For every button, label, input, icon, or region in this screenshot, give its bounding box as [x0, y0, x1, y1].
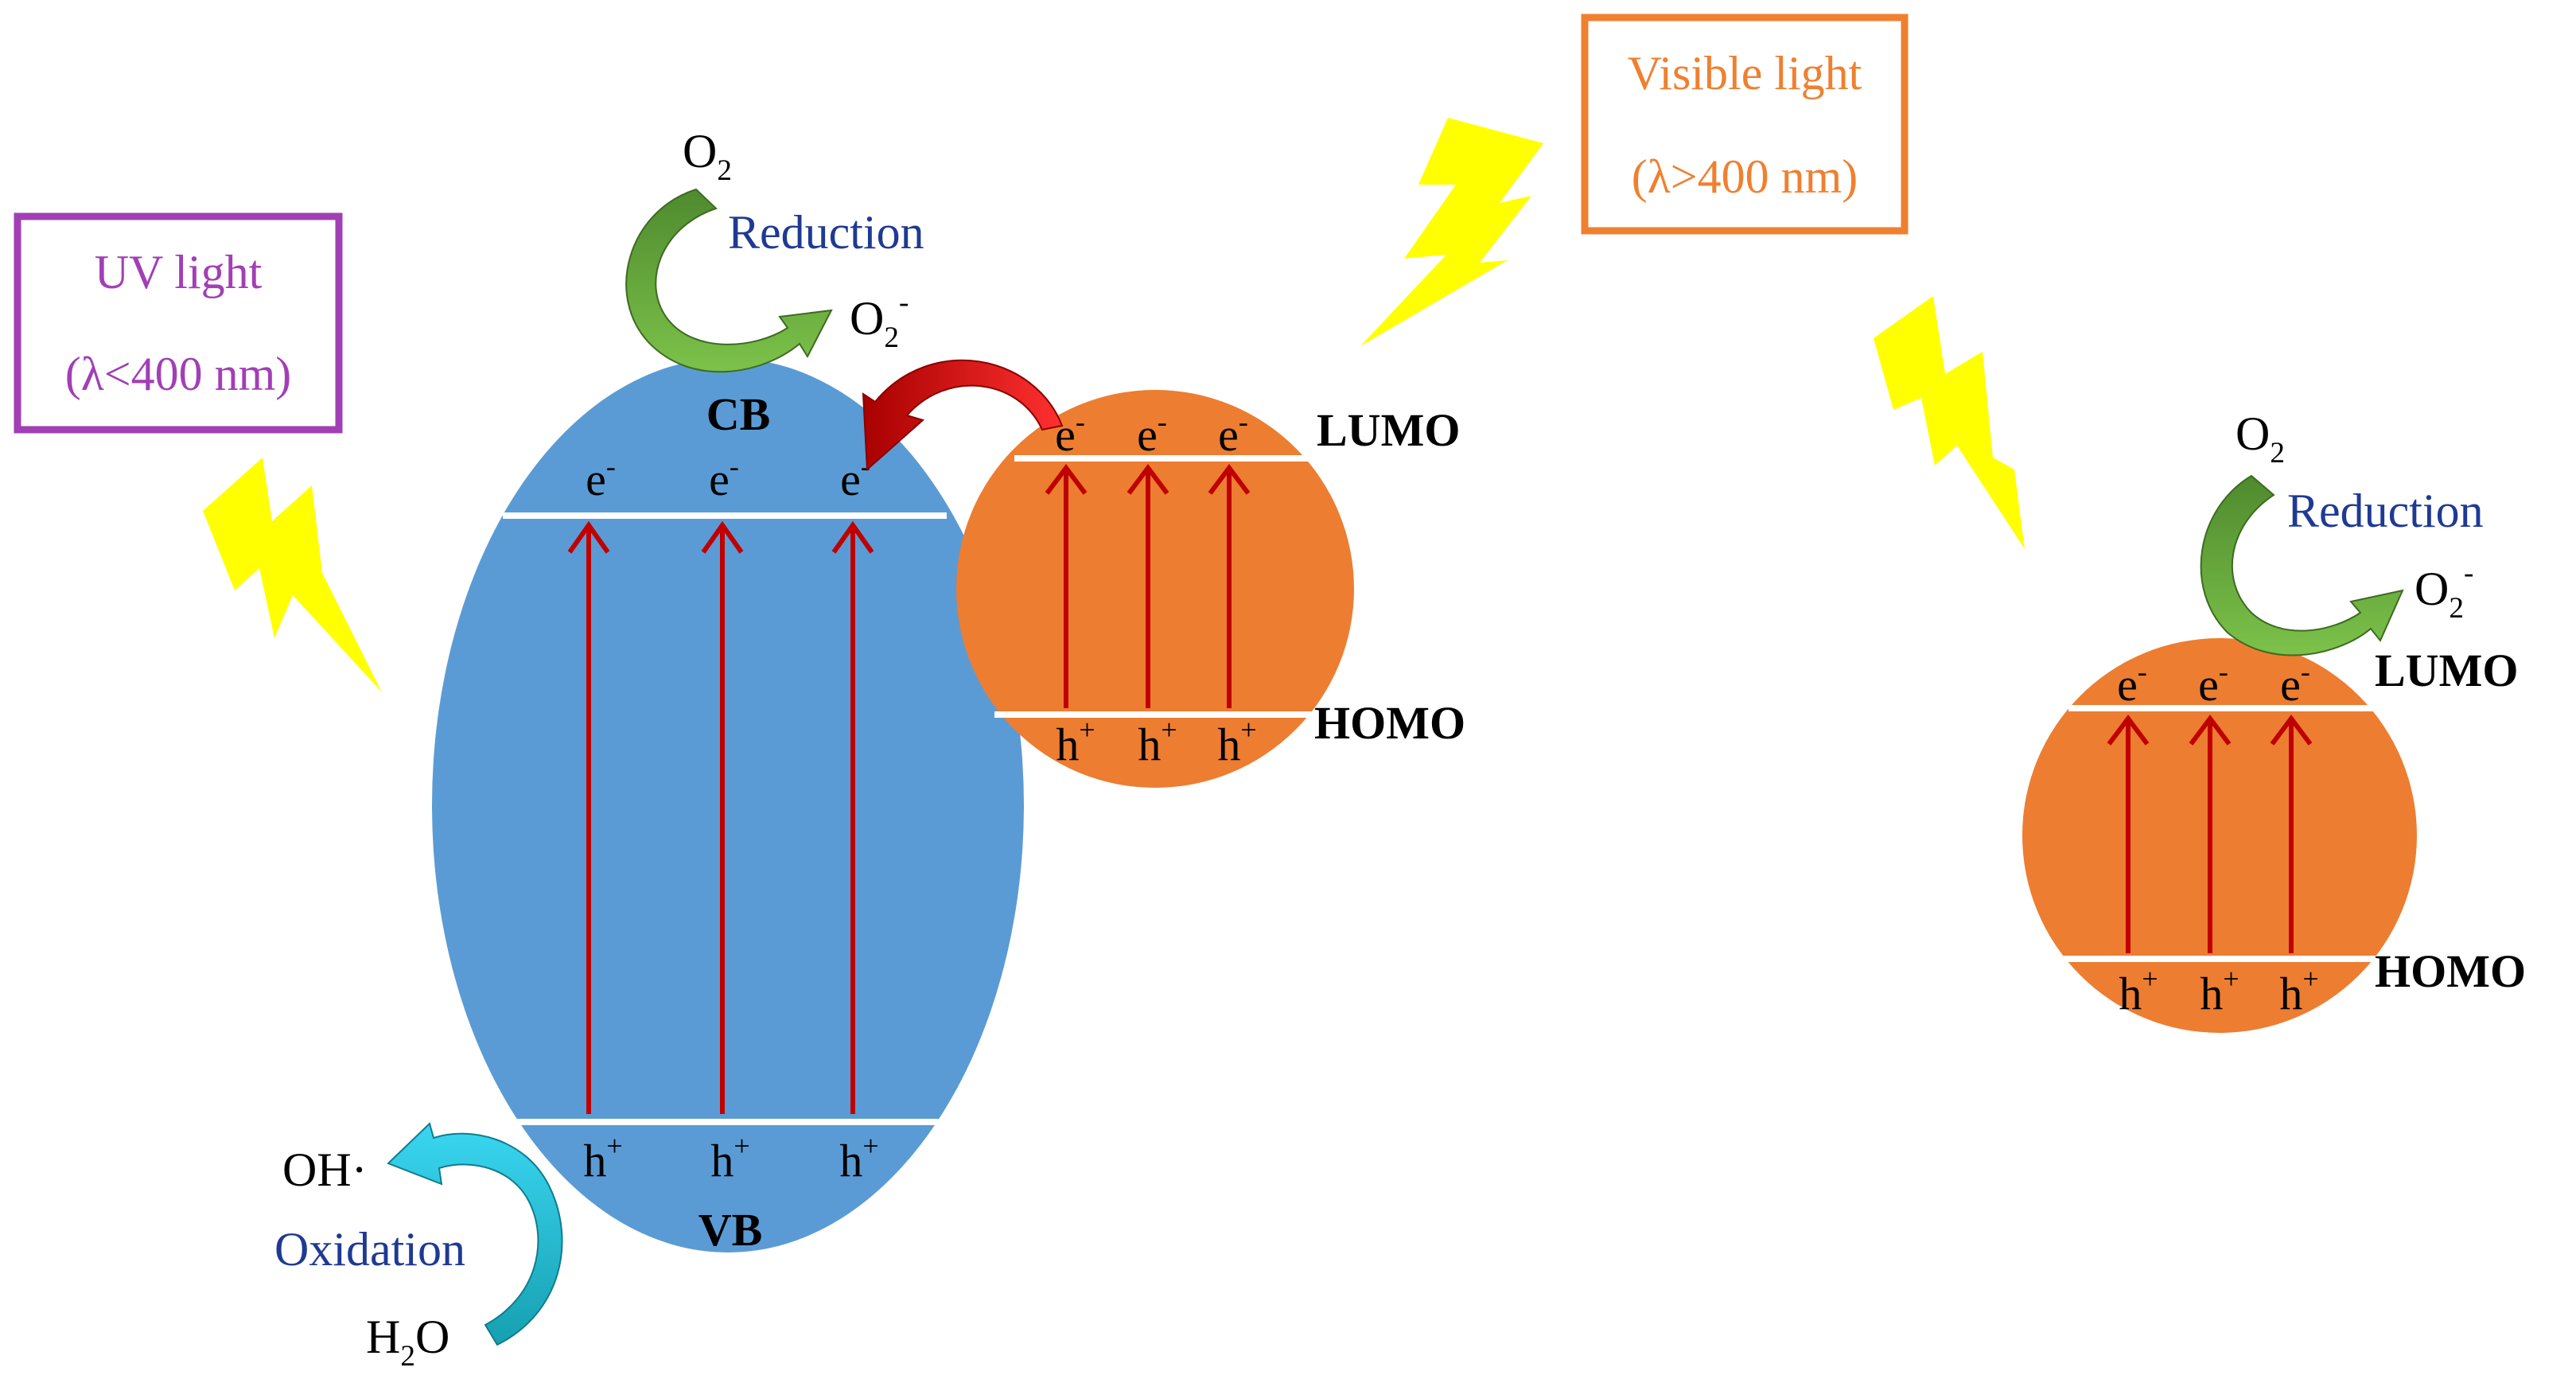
- lightning-bolt-icon: [1360, 118, 1543, 346]
- visible-light-label: Visible light: [1628, 47, 1862, 99]
- excitation-arrowhead: [1045, 464, 1088, 495]
- reduction-arrow-body: [2200, 474, 2404, 656]
- middle-sensitizer-particle: LUMO HOMO e- e- e- h+ h+ h+: [956, 390, 1465, 788]
- semiconductor-electrons: e- e- e-: [586, 450, 870, 505]
- top-reaction-labels: O2 Reduction O2-: [683, 125, 924, 354]
- semiconductor-holes: h+ h+ h+: [583, 1130, 878, 1186]
- hole-label: h+: [839, 1130, 878, 1186]
- hole-label: h+: [1138, 714, 1177, 770]
- excitation-arrowhead: [701, 520, 744, 554]
- top-reduction-label: Reduction: [728, 206, 924, 259]
- lightning-bolt-icon: [1874, 296, 2025, 549]
- middle-particle-circle: [956, 390, 1354, 788]
- electron-label: e-: [2117, 656, 2147, 711]
- hole-label: h+: [583, 1130, 622, 1186]
- visible-light-wavelength: (λ>400 nm): [1632, 150, 1858, 203]
- right-reduction-arrow: [2200, 474, 2404, 656]
- vb-label: VB: [698, 1204, 763, 1256]
- excitation-arrowhead: [2107, 715, 2150, 746]
- oxidation-arrow-body: [387, 1122, 563, 1346]
- reduction-arrow-body: [625, 188, 833, 373]
- electron-label: e-: [709, 450, 739, 505]
- middle-excitation-arrows: [1045, 464, 1251, 708]
- uv-light-wavelength: (λ<400 nm): [65, 348, 292, 400]
- middle-lumo-label: LUMO: [1317, 404, 1460, 456]
- electron-label: e-: [1218, 406, 1248, 461]
- hole-label: h+: [1217, 714, 1256, 770]
- visible-light-box: Visible light (λ>400 nm): [1581, 14, 1909, 235]
- excitation-arrowhead: [831, 520, 874, 554]
- hole-label: h+: [2200, 963, 2239, 1019]
- excitation-arrowhead: [1127, 464, 1169, 495]
- oxidation-label: Oxidation: [274, 1223, 465, 1276]
- bottom-reaction-labels: OH· Oxidation H2O: [274, 1143, 465, 1373]
- uv-light-frame: [14, 212, 343, 434]
- right-homo-label: HOMO: [2375, 945, 2526, 997]
- electron-label: e-: [2280, 656, 2310, 711]
- excitation-arrowhead: [567, 520, 610, 554]
- hole-label: h+: [1056, 714, 1095, 770]
- right-excitation-arrows: [2107, 715, 2313, 953]
- semiconductor-excitation-arrows: [567, 520, 874, 1114]
- lightning-bolt-icon: [203, 458, 382, 692]
- visible-light-frame: [1581, 14, 1909, 235]
- right-o2-reactant: O2: [2236, 407, 2285, 469]
- transfer-arrow-body: [862, 359, 1064, 472]
- cb-label: CB: [706, 388, 771, 440]
- excitation-arrowhead: [1208, 464, 1251, 495]
- right-reaction-labels: O2 Reduction O2-: [2236, 407, 2484, 625]
- middle-electrons: e- e- e-: [1055, 406, 1248, 461]
- right-sensitizer-particle: LUMO HOMO e- e- e- h+ h+ h+: [2022, 638, 2526, 1033]
- electron-label: e-: [2198, 656, 2228, 711]
- right-lumo-label: LUMO: [2375, 645, 2518, 696]
- top-reduction-arrow: [625, 188, 833, 373]
- right-superoxide-product: O2-: [2415, 557, 2473, 625]
- right-electrons: e- e- e-: [2117, 656, 2310, 711]
- right-reduction-label: Reduction: [2287, 485, 2484, 537]
- semiconductor-particle: CB VB e- e- e- h+ h+ h+: [432, 358, 1024, 1256]
- uv-light-label: UV light: [95, 246, 263, 298]
- hole-label: h+: [2119, 963, 2158, 1019]
- electron-transfer-arrow: [862, 359, 1064, 472]
- right-holes: h+ h+ h+: [2119, 963, 2318, 1019]
- hole-label: h+: [2279, 963, 2318, 1019]
- top-superoxide-product: O2-: [850, 286, 909, 354]
- water-reactant: H2O: [366, 1311, 449, 1373]
- excitation-arrowhead: [2270, 715, 2313, 746]
- top-o2-reactant: O2: [683, 125, 732, 187]
- excitation-arrowhead: [2189, 715, 2232, 746]
- semiconductor-ellipse: [432, 358, 1024, 1252]
- hole-label: h+: [710, 1130, 749, 1186]
- hydroxyl-radical-product: OH·: [282, 1143, 368, 1196]
- oxidation-arrow: [387, 1122, 563, 1346]
- electron-label: e-: [586, 450, 616, 505]
- uv-light-box: UV light (λ<400 nm): [14, 212, 343, 434]
- electron-label: e-: [1137, 406, 1167, 461]
- right-particle-circle: [2022, 638, 2417, 1033]
- middle-holes: h+ h+ h+: [1056, 714, 1256, 770]
- electron-label: e-: [840, 450, 870, 505]
- middle-homo-label: HOMO: [1314, 697, 1465, 749]
